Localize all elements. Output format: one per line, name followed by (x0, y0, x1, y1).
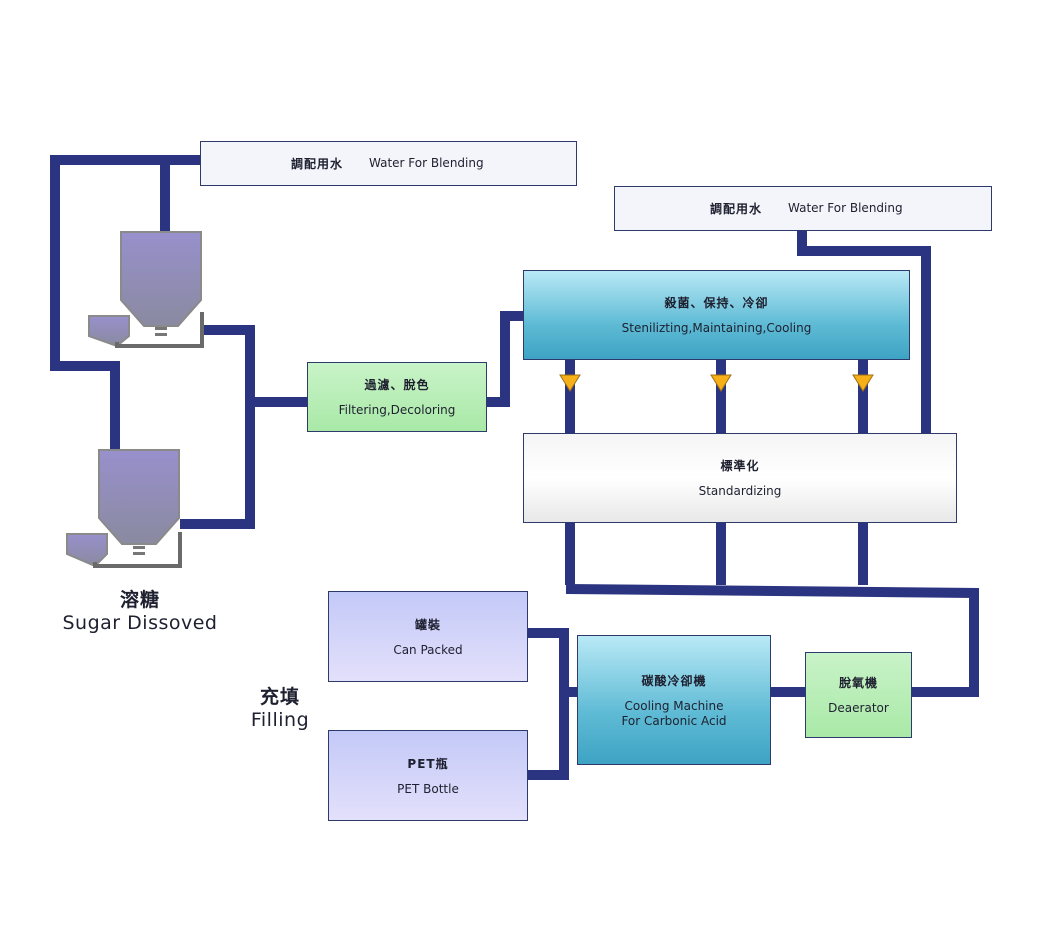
pipe-water-to-standardizer (797, 231, 931, 433)
deaerator-zh: 脫氧機 (838, 676, 878, 690)
can-packed-box: 罐裝 Can Packed (328, 591, 528, 682)
pet-bottle-box: PET瓶 PET Bottle (328, 730, 528, 821)
can-packed-en: Can Packed (393, 642, 463, 657)
water-right-en: Water For Blending (788, 201, 903, 215)
filtering-en: Filtering,Decoloring (338, 403, 456, 417)
filling-en: Filling (250, 709, 310, 731)
valve-2 (710, 374, 732, 392)
deaerator-box: 脫氧機 Deaerator (805, 652, 912, 738)
sugar-en: Sugar Dissoved (62, 612, 218, 634)
valve-3 (852, 374, 874, 392)
pipe-water-to-tank2 (50, 155, 200, 450)
cooling-machine-en: Cooling Machine For Carbonic Acid (621, 698, 727, 728)
filling-zh: 充填 (259, 686, 300, 708)
filtering-zh: 過濾、脫色 (364, 378, 430, 392)
water-for-blending-right: 調配用水 Water For Blending (614, 186, 992, 231)
filtering-box: 過濾、脫色 Filtering,Decoloring (307, 362, 487, 432)
deaerator-en: Deaerator (828, 701, 889, 715)
water-top-en: Water For Blending (369, 156, 484, 170)
pet-bottle-zh: PET瓶 (407, 756, 449, 771)
sterilizing-en: Stenilizting,Maintaining,Cooling (621, 321, 812, 335)
pipes (50, 155, 979, 780)
water-for-blending-top: 調配用水 Water For Blending (200, 141, 577, 186)
pipe-tanks-return (180, 325, 255, 529)
pipe-filter-to-sterilizer (487, 311, 523, 407)
valves (559, 374, 874, 392)
water-top-zh: 調配用水 (291, 157, 344, 171)
sterilizing-box: 殺菌、保持、冷卻 Stenilizting,Maintaining,Coolin… (523, 270, 910, 360)
sugar-zh: 溶糖 (119, 589, 160, 611)
sugar-dissolved-label: 溶糖 Sugar Dissoved (40, 585, 240, 634)
filling-label: 充填 Filling (230, 682, 330, 731)
can-packed-zh: 罐裝 (414, 617, 441, 632)
sugar-tank-1 (88, 231, 204, 348)
valve-1 (559, 374, 581, 392)
pipe-to-fillers (528, 628, 569, 780)
standardizing-box: 標準化 Standardizing (523, 433, 957, 523)
cooling-machine-zh: 碳酸冷卻機 (641, 673, 707, 688)
pet-bottle-en: PET Bottle (397, 781, 459, 796)
pipe-manifold-to-deaerator (565, 584, 979, 697)
sterilizing-zh: 殺菌、保持、冷卻 (664, 296, 769, 310)
standardizing-en: Standardizing (698, 484, 782, 498)
water-right-zh: 調配用水 (710, 202, 763, 216)
cooling-machine-box: 碳酸冷卻機 Cooling Machine For Carbonic Acid (577, 635, 771, 765)
standardizing-zh: 標準化 (720, 459, 760, 473)
sugar-tank-2 (66, 449, 182, 568)
